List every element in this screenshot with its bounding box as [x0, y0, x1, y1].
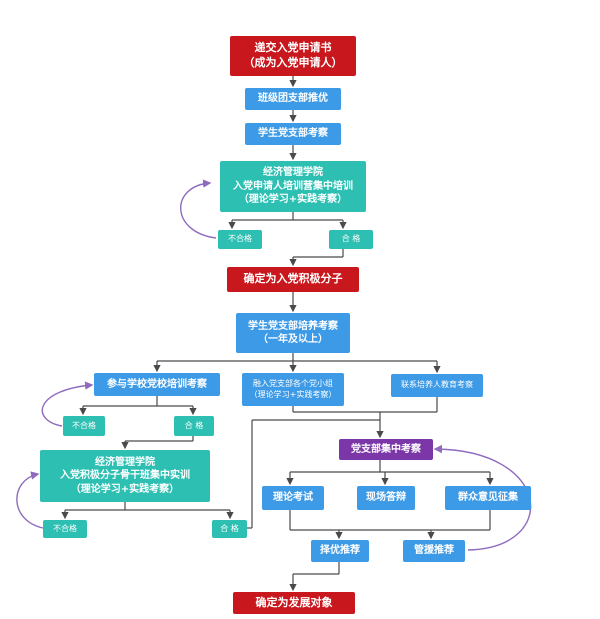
activist-training-line3: （理论学习+实践考察）	[70, 483, 180, 495]
activist-training-node: 经济管理学院 入党积极分子骨干班集中实训 （理论学习+实践考察）	[40, 450, 210, 502]
merit-recommend-node: 择优推荐	[311, 540, 369, 562]
fail-3-node: 不合格	[43, 520, 87, 538]
activist-node: 确定为入党积极分子	[227, 267, 359, 292]
public-opinion-node: 群众意见征集	[445, 486, 531, 510]
party-school-training-label: 参与学校党校培训考察	[107, 378, 207, 390]
applicant-training-node: 经济管理学院 入党申请人培训营集中培训 （理论学习+实践考察）	[220, 161, 366, 212]
activist-label: 确定为入党积极分子	[243, 272, 343, 286]
branch-cultivation-line1: 学生党支部培养考察	[248, 320, 338, 332]
contact-person-node: 联系培养人教育考察	[391, 374, 483, 397]
branch-cultivation-node: 学生党支部培养考察 （一年及以上）	[236, 313, 350, 353]
branch-concentrated-review-label: 党支部集中考察	[351, 443, 421, 455]
public-opinion-label: 群众意见征集	[458, 492, 518, 504]
fail-2-node: 不合格	[63, 416, 105, 436]
pass-1-node: 合 格	[329, 230, 373, 249]
pass-2-node: 合 格	[174, 416, 214, 436]
theory-exam-label: 理论考试	[273, 492, 313, 504]
submit-application-line2: （成为入党申请人）	[243, 56, 343, 69]
join-branch-group-line1: 融入党支部各个党小组	[253, 378, 333, 388]
pass-2-label: 合 格	[184, 420, 204, 430]
theory-exam-node: 理论考试	[262, 486, 324, 510]
activist-training-line1: 经济管理学院	[95, 456, 155, 468]
submit-application-node: 递交入党申请书 （成为入党申请人）	[230, 36, 356, 76]
class-league-recommend-node: 班级团支部推优	[245, 88, 341, 110]
merit-recommend-label: 择优推荐	[320, 545, 360, 557]
development-target-label: 确定为发展对象	[255, 595, 333, 609]
applicant-training-line3: （理论学习+实践考察）	[238, 194, 348, 206]
branch-cultivation-line2: （一年及以上）	[258, 334, 328, 345]
student-branch-review-label: 学生党支部考察	[258, 128, 328, 140]
regulatory-recommend-node: 管援推荐	[403, 540, 465, 562]
contact-person-label: 联系培养人教育考察	[401, 380, 473, 390]
join-branch-group-line2: （理论学习+实践考察）	[249, 389, 337, 399]
fail-3-label: 不合格	[53, 523, 77, 533]
fail-1-label: 不合格	[228, 234, 252, 244]
development-target-node: 确定为发展对象	[233, 592, 355, 614]
activist-training-line2: 入党积极分子骨干班集中实训	[60, 470, 190, 482]
class-league-recommend-label: 班级团支部推优	[258, 93, 328, 105]
applicant-training-line1: 经济管理学院	[263, 167, 323, 179]
join-branch-group-node: 融入党支部各个党小组 （理论学习+实践考察）	[242, 373, 344, 406]
fail-1-node: 不合格	[218, 230, 262, 249]
on-site-defense-node: 现场答辩	[357, 486, 415, 510]
student-branch-review-node: 学生党支部考察	[245, 123, 341, 145]
branch-concentrated-review-node: 党支部集中考察	[339, 439, 433, 460]
on-site-defense-label: 现场答辩	[366, 492, 406, 504]
regulatory-recommend-label: 管援推荐	[414, 545, 454, 557]
applicant-training-line2: 入党申请人培训营集中培训	[233, 180, 353, 192]
submit-application-line1: 递交入党申请书	[254, 41, 332, 55]
party-school-training-node: 参与学校党校培训考察	[94, 373, 220, 396]
pass-3-label: 合 格	[220, 523, 239, 533]
pass-1-label: 合 格	[341, 234, 361, 244]
pass-3-node: 合 格	[212, 520, 247, 538]
fail-2-label: 不合格	[72, 420, 96, 430]
